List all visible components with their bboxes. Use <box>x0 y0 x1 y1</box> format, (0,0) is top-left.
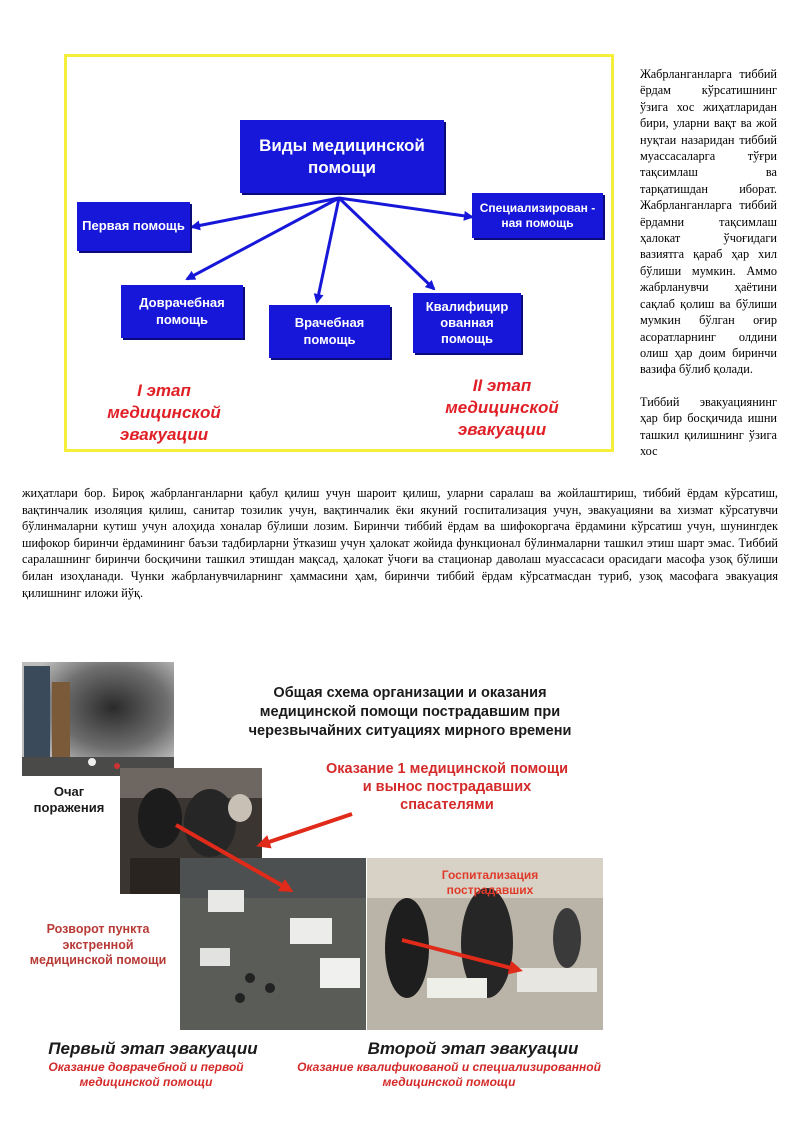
scheme-arrows <box>175 812 523 975</box>
arrow-to-point <box>175 823 294 892</box>
arrow-to-first-aid <box>190 196 340 231</box>
side-text-column: Жабрланганларга тиббий ёрдам кўрсатишнин… <box>640 66 777 459</box>
first-aid-box: Первая помощь <box>77 202 190 251</box>
point-label: Розворот пункта экстренной медицинской п… <box>29 922 167 968</box>
qualified-aid-box: Квалифицир ованная помощь <box>413 293 521 353</box>
diagram-arrows <box>185 196 474 304</box>
arrow-to-hospital <box>401 938 523 975</box>
stage2-subtitle: Оказание квалификованой и специализирова… <box>297 1060 601 1089</box>
lesion-photo <box>22 662 174 776</box>
prehospital-aid-box: Доврачебная помощь <box>121 285 243 338</box>
first-aid-label: Оказание 1 медицинской помощи и вынос по… <box>325 761 569 814</box>
stage1-subtitle: Оказание доврачебной и первой медицинско… <box>48 1060 244 1089</box>
arrow-to-qualified <box>337 196 436 291</box>
side-paragraph-1: Жабрланганларга тиббий ёрдам кўрсатишнин… <box>640 67 777 377</box>
stage1-label: I этап медицинской эвакуации <box>107 381 221 445</box>
scheme-title: Общая схема организации и оказания медиц… <box>248 685 572 739</box>
side-paragraph-2: Тиббий эвакуациянинг ҳар бир босқичида и… <box>640 394 777 458</box>
stage2-label: II этап медицинской эвакуации <box>445 376 559 440</box>
lesion-label: Очаг поражения <box>33 784 105 816</box>
diagram-title-box: Виды медицинской помощи <box>240 120 444 193</box>
doctor-aid-box: Врачебная помощь <box>269 305 390 358</box>
medical-aid-types-diagram: Виды медицинской помощи Первая помощь Сп… <box>64 54 614 452</box>
hospital-label: Госпитализация пострадавших <box>441 868 539 897</box>
arrow-to-specialized <box>338 196 474 221</box>
evacuation-scheme-figure: Общая схема организации и оказания медиц… <box>22 662 610 1102</box>
stage2-title: Второй этап эвакуации <box>367 1039 579 1058</box>
ambulances-photo <box>180 858 366 1030</box>
hospital-photo <box>367 858 603 1030</box>
main-paragraph: жиҳатлари бор. Бироқ жабрланганларни қаб… <box>22 486 778 600</box>
arrow-to-doctor-aid <box>313 197 341 304</box>
specialized-aid-box: Специализирован - ная помощь <box>472 193 603 238</box>
arrow-to-rescuers <box>256 812 353 849</box>
diagram-title: Виды медицинской помощи <box>259 136 425 177</box>
arrow-to-prehospital <box>185 196 340 281</box>
stage1-title: Первый этап эвакуации <box>48 1039 258 1058</box>
